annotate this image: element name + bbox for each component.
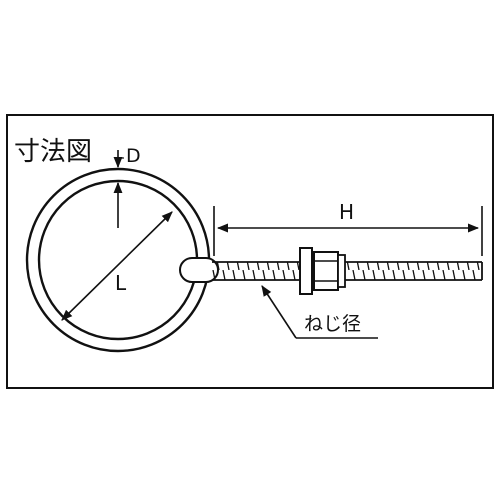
label-h: H xyxy=(339,200,354,224)
thread-diameter-leader xyxy=(261,285,378,339)
l-dimension xyxy=(61,211,173,321)
label-d: D xyxy=(126,145,141,167)
washer-nut-assembly xyxy=(299,247,346,295)
h-dimension xyxy=(213,206,483,256)
diagram-title: 寸法図 xyxy=(14,137,92,167)
label-l: L xyxy=(115,271,127,295)
threaded-rod xyxy=(212,261,483,281)
label-thread-diameter: ねじ径 xyxy=(304,313,361,335)
